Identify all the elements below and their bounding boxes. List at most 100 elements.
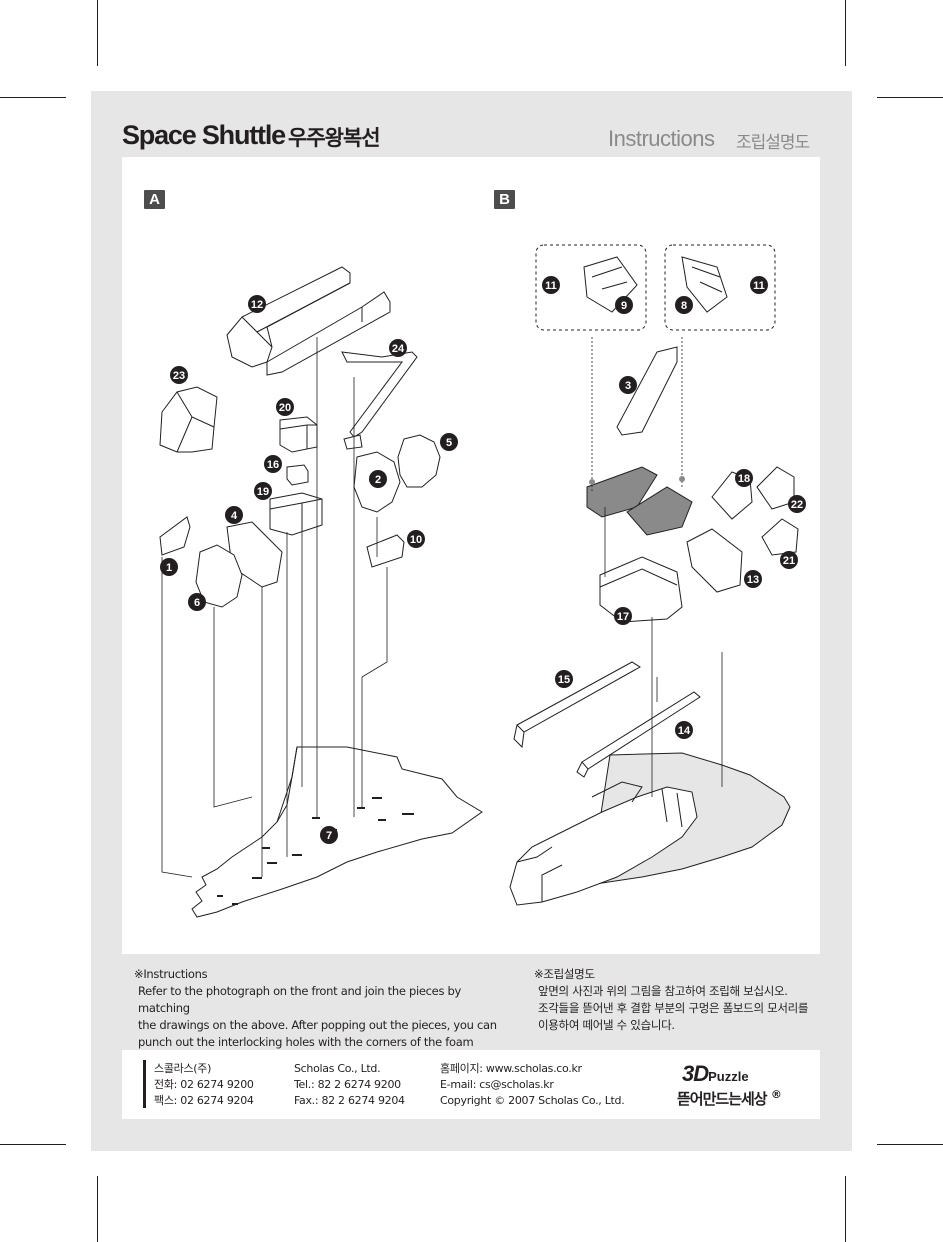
section-b-label: B — [494, 190, 515, 209]
note-line: the drawings on the above. After popping… — [138, 1018, 497, 1032]
part-13-body — [686, 528, 743, 593]
marker-17: 17 — [614, 607, 632, 625]
part-10-fin — [366, 534, 405, 568]
svg-text:22: 22 — [791, 499, 803, 511]
note-line: 이용하여 떼어낼 수 있습니다. — [538, 1018, 675, 1032]
svg-text:5: 5 — [446, 437, 452, 449]
assembled-shuttle — [509, 786, 698, 906]
brand-logo: 3DPuzzle — [682, 1061, 749, 1087]
marker-14: 14 — [675, 721, 693, 739]
title-english: Space Shuttle — [122, 120, 286, 150]
website: 홈페이지: www.scholas.co.kr — [440, 1062, 582, 1075]
svg-text:7: 7 — [326, 830, 332, 842]
assembly-diagram-panel: A B — [122, 157, 820, 954]
part-3-wing — [616, 346, 678, 436]
svg-text:14: 14 — [678, 725, 691, 737]
company-name-korean: 스콜라스(주) — [154, 1062, 212, 1075]
marker-3: 3 — [619, 376, 637, 394]
footer-korean-contact: 스콜라스(주) 전화: 02 6274 9200 팩스: 02 6274 920… — [154, 1061, 254, 1109]
marker-11-left: 11 — [542, 276, 560, 294]
footer-divider — [143, 1060, 146, 1108]
part-19-box — [269, 492, 323, 536]
crop-mark — [877, 1144, 943, 1145]
note-heading-english: ※Instructions — [134, 967, 208, 981]
instructions-note-korean: ※조립설명도 앞면의 사진과 위의 그림을 참고하여 조립해 보십시오. 조각들… — [534, 966, 834, 1034]
phone-english: Tel.: 82 2 6274 9200 — [294, 1078, 401, 1091]
marker-10: 10 — [407, 530, 425, 548]
svg-text:23: 23 — [173, 370, 185, 382]
svg-text:20: 20 — [279, 402, 291, 414]
section-a-label: A — [144, 190, 165, 209]
instructions-heading-english: Instructions — [608, 126, 715, 151]
svg-text:16: 16 — [267, 459, 279, 471]
crop-mark — [845, 1176, 846, 1242]
svg-text:11: 11 — [545, 280, 557, 292]
svg-text:4: 4 — [231, 510, 238, 522]
part-23-nose — [159, 386, 218, 453]
company-footer: 스콜라스(주) 전화: 02 6274 9200 팩스: 02 6274 920… — [122, 1050, 820, 1119]
part-5-gear — [397, 434, 441, 488]
marker-23: 23 — [170, 366, 188, 384]
svg-text:15: 15 — [558, 674, 570, 686]
marker-8: 8 — [675, 296, 693, 314]
marker-19: 19 — [254, 482, 272, 500]
part-24-arm — [341, 351, 418, 438]
marker-7: 7 — [320, 826, 338, 844]
svg-text:24: 24 — [392, 343, 405, 355]
title-korean: 우주왕복선 — [288, 126, 381, 150]
part-8-assembly — [626, 486, 693, 536]
crop-mark — [845, 0, 846, 66]
marker-21: 21 — [780, 551, 798, 569]
part-6-gear — [195, 544, 243, 608]
svg-text:21: 21 — [783, 555, 795, 567]
company-name-english: Scholas Co., Ltd. — [294, 1062, 381, 1075]
part-21-engine — [761, 518, 799, 556]
part-17-body — [599, 556, 683, 623]
svg-text:11: 11 — [753, 280, 765, 292]
part-number-markers: 12 24 23 20 16 19 5 2 4 10 1 6 7 11 9 8 … — [160, 276, 806, 844]
part-16-box — [286, 464, 309, 486]
registered-mark: ® — [770, 1088, 782, 1101]
marker-18: 18 — [735, 469, 753, 487]
marker-15: 15 — [555, 670, 573, 688]
logo-puzzle: Puzzle — [708, 1069, 749, 1084]
crop-mark — [0, 97, 66, 98]
svg-text:2: 2 — [375, 474, 381, 486]
note-line: Refer to the photograph on the front and… — [138, 984, 462, 1015]
svg-text:8: 8 — [681, 300, 687, 312]
logo-3d: 3D — [682, 1061, 709, 1086]
svg-text:9: 9 — [621, 300, 627, 312]
marker-11-right: 11 — [750, 276, 768, 294]
fax-korean: 팩스: 02 6274 9204 — [154, 1094, 254, 1107]
note-heading-korean: ※조립설명도 — [534, 967, 595, 981]
crop-mark — [97, 1176, 98, 1242]
svg-text:3: 3 — [625, 380, 631, 392]
fax-english: Fax.: 82 2 6274 9204 — [294, 1094, 405, 1107]
svg-text:12: 12 — [251, 299, 263, 311]
marker-24: 24 — [389, 339, 407, 357]
marker-5: 5 — [440, 433, 458, 451]
crop-mark — [0, 1144, 66, 1145]
assembly-drawing: 12 24 23 20 16 19 5 2 4 10 1 6 7 11 9 8 … — [159, 244, 806, 918]
instructions-heading-korean: 조립설명도 — [736, 133, 810, 153]
marker-13: 13 — [744, 570, 762, 588]
svg-text:19: 19 — [257, 486, 269, 498]
marker-6: 6 — [188, 593, 206, 611]
part-15-rail — [516, 661, 641, 733]
email: E-mail: cs@scholas.kr — [440, 1078, 554, 1091]
crop-mark — [97, 0, 98, 66]
svg-text:13: 13 — [747, 574, 759, 586]
svg-text:18: 18 — [738, 473, 750, 485]
svg-text:1: 1 — [166, 562, 172, 574]
inset-box-right — [664, 244, 776, 331]
note-line: 조각들을 뜯어낸 후 결합 부분의 구멍은 폼보드의 모서리를 — [538, 1001, 809, 1015]
part-22-engine — [756, 466, 795, 510]
marker-16: 16 — [264, 455, 282, 473]
part-1-fin — [159, 516, 191, 556]
phone-korean: 전화: 02 6274 9200 — [154, 1078, 254, 1091]
svg-text:17: 17 — [617, 611, 629, 623]
svg-text:6: 6 — [194, 597, 200, 609]
copyright: Copyright © 2007 Scholas Co., Ltd. — [440, 1094, 625, 1107]
marker-12: 12 — [248, 295, 266, 313]
brand-name-korean: 뜯어만드는세상 ® — [677, 1088, 782, 1109]
